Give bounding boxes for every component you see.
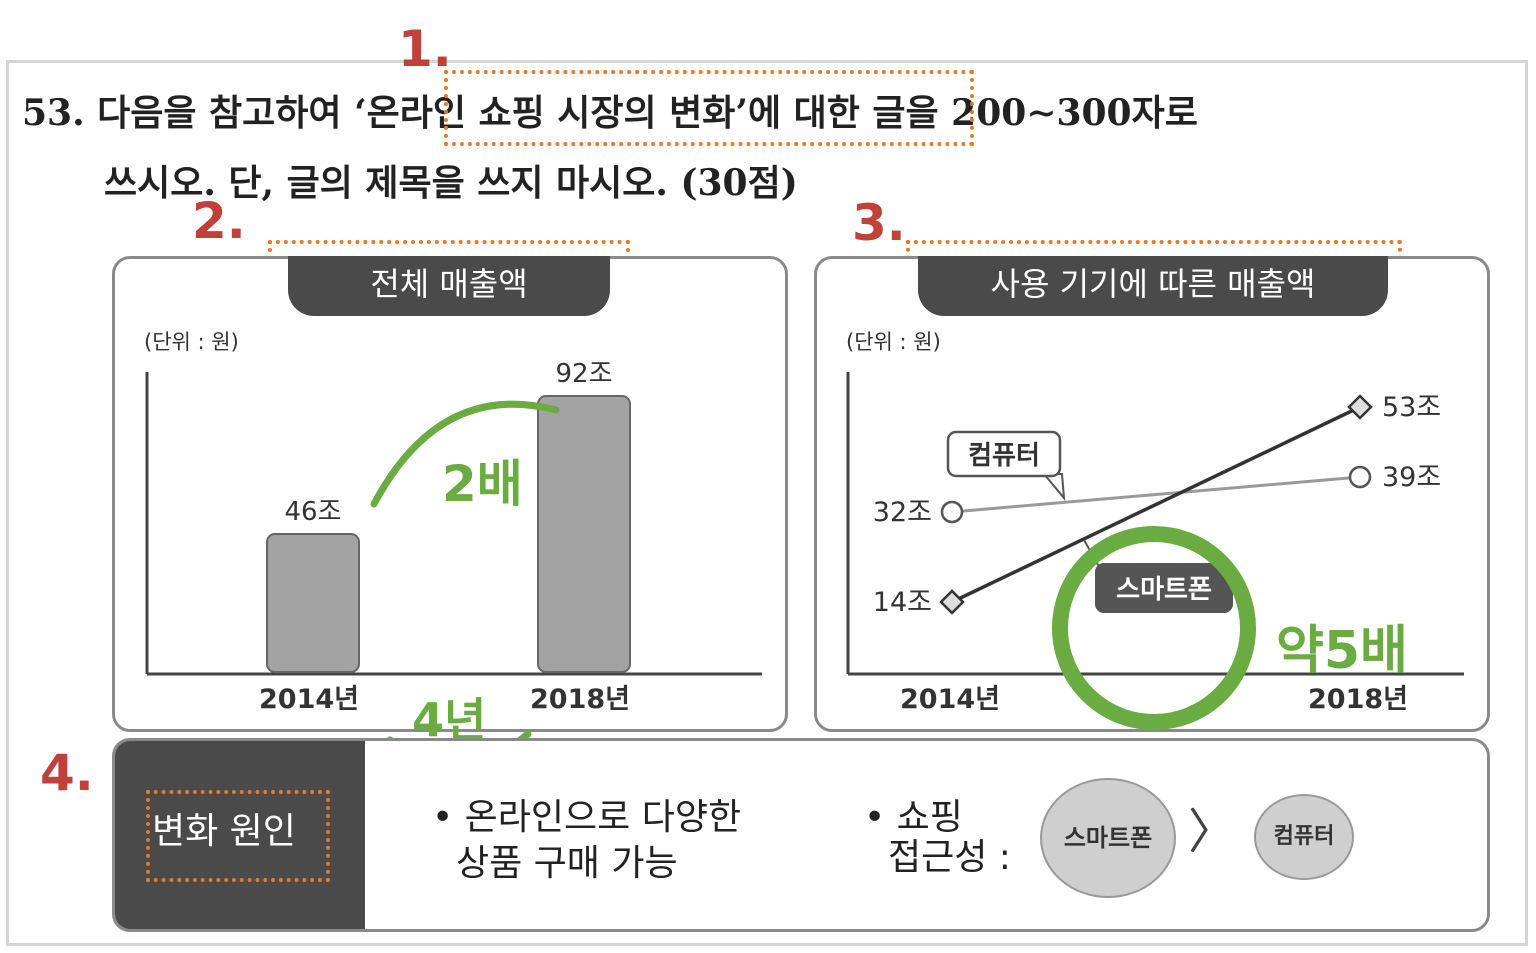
computer-circle: 컴퓨터 [1254,794,1354,880]
five-times-annotation: 약5배 [1276,621,1408,681]
smartphone-circle-label: 스마트폰 [1063,824,1153,852]
highlight-box-reason-title [146,790,330,882]
computer-callout-box [946,430,1062,478]
line-x-tick-2: 2018년 [1308,684,1408,715]
total-revenue-title: 전체 매출액 [370,265,528,303]
total-revenue-unit: (단위 : 원) [144,330,239,354]
smartphone-callout-label: 스마트폰 [1116,575,1212,605]
computer-callout-label: 컴퓨터 [968,441,1040,471]
series-1-point-1 [940,500,964,524]
highlight-box-topic [444,70,974,146]
change-cause-box [112,738,1490,932]
series-1-point-2 [1348,465,1372,489]
greater-than-symbol: 〉 [1188,804,1237,860]
cause-bullet-2-line-1: • 쇼핑 [864,797,963,838]
double-annotation: 2배 [442,455,523,513]
question-frame [6,60,1528,946]
total-revenue-tab: 전체 매출액 [288,256,610,316]
question-line-2: 쓰시오. 단, 글의 제목을 쓰지 마시오. (30점) [104,162,798,204]
double-arc [370,400,560,508]
bar-value-label-2: 92조 [555,359,612,389]
marker-1: 1. [398,20,452,78]
total-revenue-panel [112,256,788,732]
computer-circle-label: 컴퓨터 [1273,824,1335,849]
growth-highlight-circle [1052,526,1256,730]
device-revenue-title: 사용 기기에 따른 매출액 [990,265,1316,303]
cause-bullet-1-line-2: 상품 구매 가능 [456,843,678,884]
marker-2: 2. [192,192,246,250]
series-2-point-2 [1347,394,1373,420]
smartphone-circle: 스마트폰 [1040,778,1176,898]
cause-bullet-1-line-1: • 온라인으로 다양한 [432,797,742,838]
change-cause-header [115,741,365,929]
marker-3: 3. [852,194,906,252]
cause-bullet-2-line-2: 접근성 : [888,837,1011,878]
series-line-1 [951,475,1361,514]
series-2-value-label-2: 53조 [1382,392,1441,423]
bar-x-tick-2: 2018년 [530,684,630,715]
series-1-value-label-2: 39조 [1382,462,1441,493]
device-revenue-unit: (단위 : 원) [846,330,941,354]
series-line-2 [951,405,1361,604]
bar-value-label-1: 46조 [284,497,341,527]
series-2-value-label-1: 14조 [873,587,932,618]
bar-2 [537,395,631,673]
question-prefix: 53. 다음을 참고하여 [22,92,355,134]
line-x-tick-1: 2014년 [900,684,1000,715]
question-topic: ‘온라인 쇼핑 시장의 변화’ [354,92,748,134]
series-1-value-label-1: 32조 [873,497,932,528]
change-cause-title: 변화 원인 [152,811,296,852]
bar-1 [266,533,360,673]
bar-x-tick-1: 2014년 [259,684,359,715]
series-2-point-1 [939,589,965,615]
marker-4: 4. [40,744,94,802]
device-revenue-tab: 사용 기기에 따른 매출액 [918,256,1388,316]
